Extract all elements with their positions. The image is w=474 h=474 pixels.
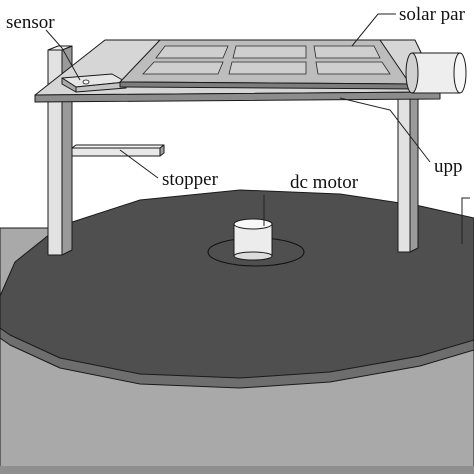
leader-solar-panel	[351, 13, 396, 47]
right-post	[397, 87, 419, 253]
label-stopper: stopper	[162, 169, 219, 190]
leader-lines	[45, 13, 470, 244]
drive-cylinder	[405, 52, 467, 94]
label-sensor: sensor	[6, 12, 55, 33]
solar-cells	[142, 45, 391, 75]
leader-stopper	[119, 149, 159, 179]
stopper-bar	[71, 144, 165, 157]
leader-upper-frame	[339, 97, 431, 163]
leader-sensor	[45, 29, 81, 81]
label-upper-frame: upp	[434, 156, 463, 177]
label-solar-panel: solar par	[399, 4, 466, 25]
turntable-top	[0, 189, 474, 379]
label-dc-motor: dc motor	[290, 172, 359, 193]
leader-turntable	[461, 197, 470, 244]
ground-slab-front	[0, 466, 474, 474]
solar-panel	[119, 39, 411, 90]
dc-motor	[233, 218, 273, 261]
